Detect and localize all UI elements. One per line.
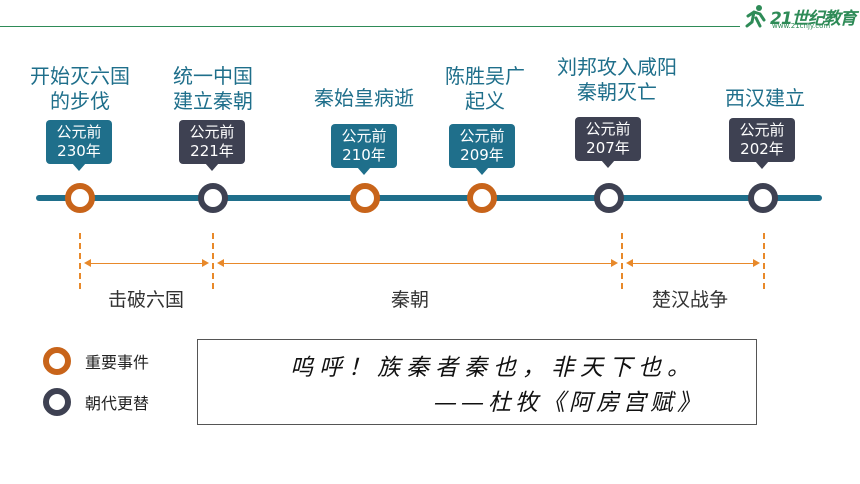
date-prefix: 公元前 (189, 123, 235, 141)
runner-logo-icon (745, 5, 766, 28)
event-title-line: 陈胜吴广 (445, 64, 525, 88)
arrow-left-icon (217, 259, 224, 267)
logo: 21世纪教育 www.21cnjy.com (740, 2, 858, 32)
date-prefix: 公元前 (585, 120, 631, 138)
date-prefix: 公元前 (739, 121, 785, 139)
date-year: 202年 (740, 140, 784, 158)
date-year: 230年 (57, 142, 101, 160)
period-divider (212, 233, 214, 289)
legend-item-dynasty: 朝代更替 (43, 388, 149, 416)
logo-brand: 21世纪教育 (770, 9, 857, 29)
date-year: 209年 (460, 146, 504, 164)
date-box-209: 公元前 209年 (449, 124, 515, 175)
event-title-4: 陈胜吴广 起义 (410, 64, 560, 114)
period-label-qin: 秦朝 (390, 289, 429, 311)
date-year: 207年 (586, 139, 630, 157)
arrow-right-icon (753, 259, 760, 267)
timeline-node-221 (198, 183, 228, 213)
date-box-202: 公元前 202年 (729, 118, 795, 169)
period-label-chu-han: 楚汉战争 (651, 289, 728, 311)
date-prefix: 公元前 (459, 127, 505, 145)
arrow-right-icon (202, 259, 209, 267)
period-divider (621, 233, 623, 289)
event-title-line: 开始灭六国 (30, 64, 130, 88)
event-title-line: 秦始皇病逝 (314, 86, 414, 110)
event-title-line: 建立秦朝 (173, 89, 253, 113)
event-title-2: 统一中国 建立秦朝 (138, 64, 288, 114)
orange-circle-icon (43, 347, 71, 375)
dark-circle-icon (43, 388, 71, 416)
event-title-5: 刘邦攻入咸阳 秦朝灭亡 (542, 55, 692, 105)
event-title-1: 开始灭六国 的步伐 (5, 64, 155, 114)
date-year: 210年 (342, 146, 386, 164)
header-divider (0, 26, 740, 27)
date-prefix: 公元前 (341, 127, 387, 145)
event-title-line: 的步伐 (50, 89, 110, 113)
event-title-line: 起义 (465, 89, 505, 113)
period-span-line (628, 263, 756, 264)
timeline-node-230 (65, 183, 95, 213)
quote-text: 呜呼！族秦者秦也，非天下也。 (290, 355, 696, 381)
timeline-node-202 (748, 183, 778, 213)
timeline-node-210 (350, 183, 380, 213)
timeline-node-209 (467, 183, 497, 213)
legend-item-event: 重要事件 (43, 347, 149, 375)
date-box-207: 公元前 207年 (575, 117, 641, 168)
timeline-axis (36, 195, 822, 201)
legend-label: 朝代更替 (85, 394, 150, 413)
date-box-230: 公元前 230年 (46, 120, 112, 171)
event-title-line: 秦朝灭亡 (577, 80, 657, 104)
period-span-line (219, 263, 614, 264)
date-prefix: 公元前 (56, 123, 102, 141)
arrow-left-icon (626, 259, 633, 267)
arrow-right-icon (611, 259, 618, 267)
date-box-210: 公元前 210年 (331, 124, 397, 175)
event-title-3: 秦始皇病逝 (289, 86, 439, 111)
logo-url: www.21cnjy.com (772, 22, 831, 30)
period-label-conquest: 击破六国 (107, 289, 184, 311)
event-title-line: 西汉建立 (725, 86, 805, 110)
period-divider (79, 233, 81, 289)
quote-box: 呜呼！族秦者秦也，非天下也。 ——杜牧《阿房宫赋》 (197, 339, 757, 425)
period-divider (763, 233, 765, 289)
event-title-line: 刘邦攻入咸阳 (557, 55, 677, 79)
date-year: 221年 (190, 142, 234, 160)
legend-label: 重要事件 (85, 353, 150, 372)
timeline-node-207 (594, 183, 624, 213)
quote-source: ——杜牧《阿房宫赋》 (434, 390, 704, 416)
date-box-221: 公元前 221年 (179, 120, 245, 171)
event-title-line: 统一中国 (173, 64, 253, 88)
period-span-line (86, 263, 205, 264)
event-title-6: 西汉建立 (690, 86, 840, 111)
arrow-left-icon (84, 259, 91, 267)
